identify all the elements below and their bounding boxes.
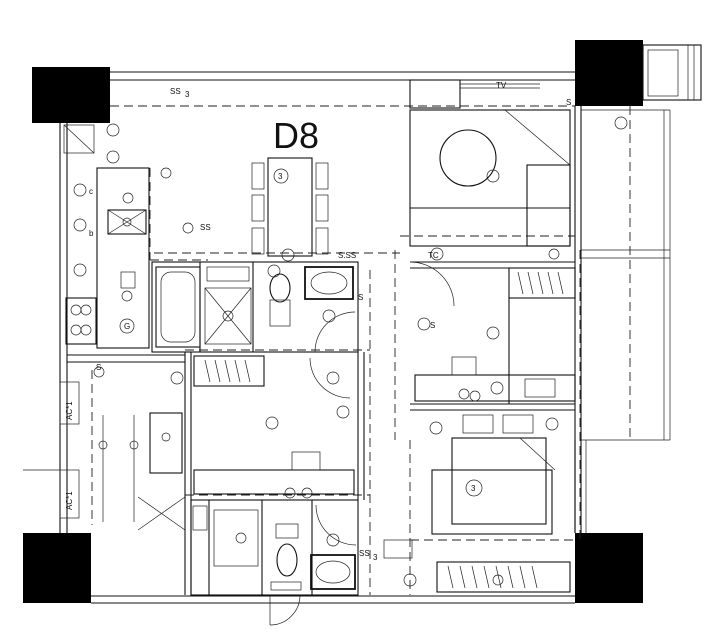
kitchen	[63, 123, 208, 349]
label-dining-num: 3	[278, 172, 283, 181]
label-s-corner: S	[566, 98, 571, 107]
dining-table	[251, 157, 329, 262]
label-s-bath: S	[358, 293, 363, 302]
bedroom-small	[184, 352, 365, 595]
label-ss-mid: SS	[200, 223, 211, 232]
label-c: c	[89, 187, 93, 196]
label-g: G	[124, 322, 130, 331]
column-bottom-left	[23, 533, 91, 603]
ceiling-lines	[110, 105, 581, 595]
label-ac-1: AC*1	[65, 401, 74, 420]
label-ss-bottom-sub: 3	[373, 553, 378, 562]
label-tc: TC	[428, 251, 439, 260]
column-bottom-right	[575, 533, 643, 603]
label-bed-num: 3	[471, 484, 476, 493]
bedroom-middle	[409, 261, 576, 411]
master-bedroom	[409, 79, 628, 261]
label-tv: TV	[496, 81, 507, 90]
bathroom-lower	[190, 499, 359, 626]
column-top-right	[575, 40, 643, 106]
bathroom-upper	[151, 261, 359, 353]
label-ss-top: SS	[170, 87, 181, 96]
column-top-left	[32, 67, 110, 123]
label-s-left: S	[96, 363, 101, 372]
bedroom-bottom	[383, 414, 587, 593]
label-s-right: S	[430, 321, 435, 330]
unit-title: D8	[273, 115, 319, 156]
label-ac-2: AC*1	[65, 491, 74, 510]
label-b: b	[89, 229, 94, 238]
label-sss-mid: S.SS	[338, 251, 356, 260]
label-ss-top-sub: 3	[185, 90, 190, 99]
outer-walls	[23, 71, 582, 604]
utility-area	[59, 354, 186, 531]
balcony	[581, 44, 702, 441]
label-ss-bottom: SS	[359, 549, 370, 558]
